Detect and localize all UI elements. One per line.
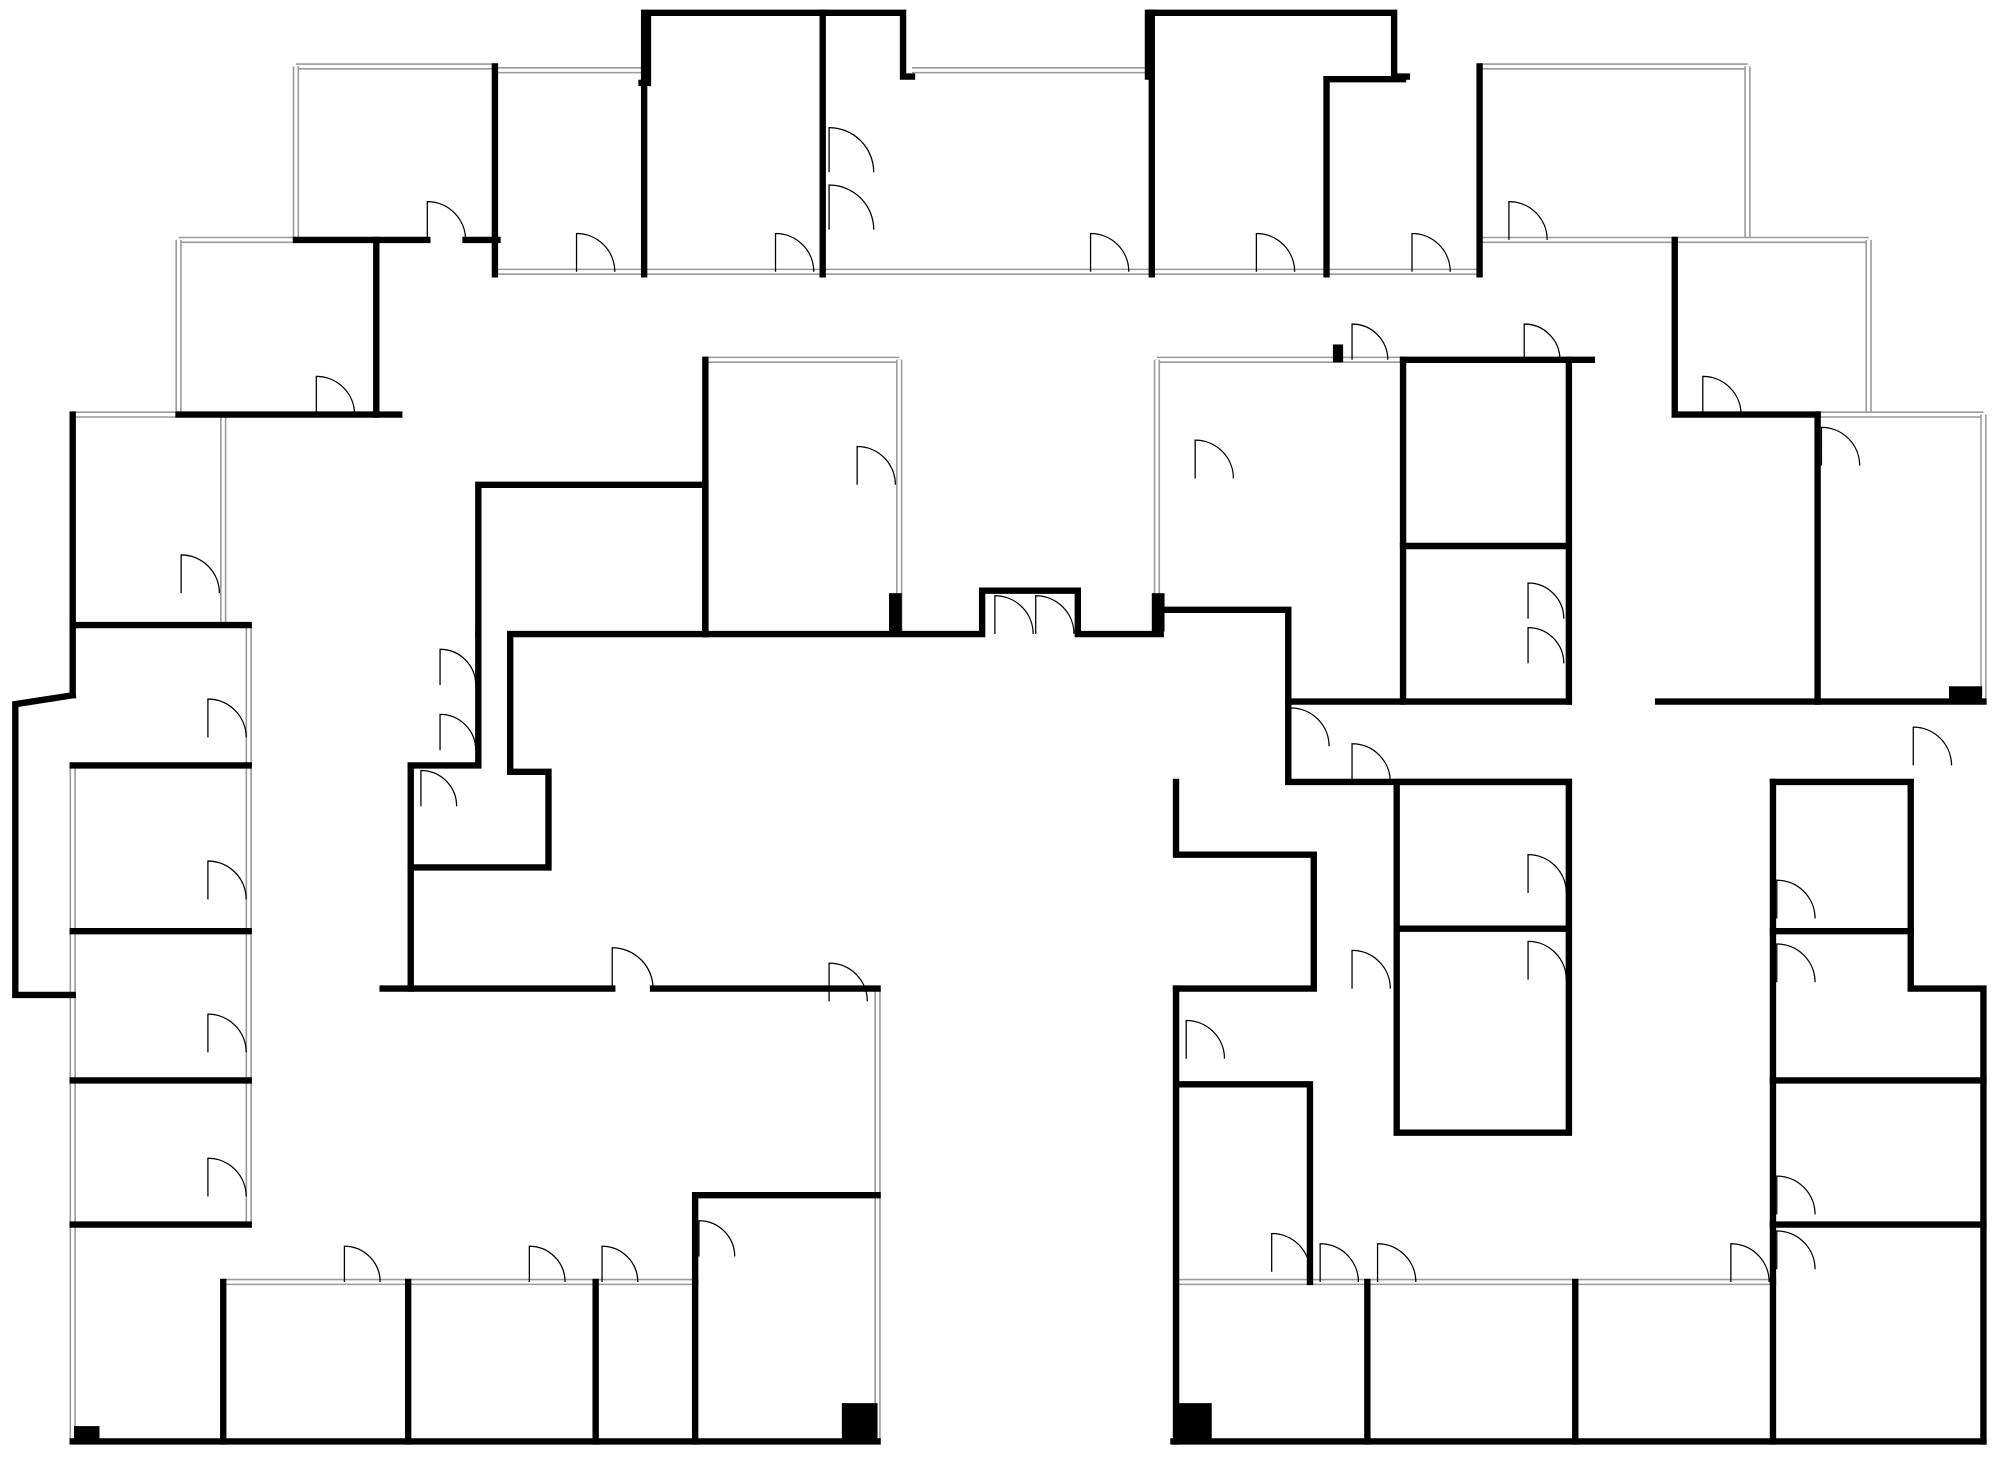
door-swing [439,648,477,686]
door-swing [1776,1175,1816,1215]
structural-column [1176,1403,1212,1442]
wall [407,630,482,871]
door-swing [1912,726,1953,766]
wall [1323,75,1407,278]
door-swing [1194,439,1235,479]
door-swing [601,1245,639,1282]
door-swing [611,947,654,989]
door-swing [528,1245,566,1282]
door-swing [180,554,221,594]
wall [1769,778,1987,1445]
door-swing [856,445,897,485]
door-swing [343,1245,381,1282]
door-swing [207,698,247,738]
door-swing [1523,323,1561,360]
door-swing [1376,1243,1417,1282]
doors-layer [180,126,1953,1282]
door-swing [1351,743,1391,782]
wall [1393,778,1573,1136]
door-swing [1351,949,1391,989]
door-swing [828,184,875,230]
door-swing [420,769,458,807]
door-swing [828,126,875,173]
walls-layer [12,9,1987,1445]
wall [407,587,1573,992]
structural-column [889,593,902,632]
door-swing [698,1220,736,1257]
structural-column [1151,593,1165,632]
structural-column [73,1426,100,1442]
structural-column [1948,686,1983,705]
door-swing [1089,232,1130,272]
door-swing [207,860,247,900]
door-swing [1776,879,1816,919]
door-swing [828,962,868,1002]
door-swing [1290,707,1330,747]
door-swing [1730,1243,1770,1282]
door-swing [1411,232,1451,272]
door-swing [1776,943,1816,983]
door-swing [315,375,356,415]
structural-column [841,1403,878,1442]
wall [691,1192,881,1286]
wall [1176,1081,1314,1286]
door-swing [1702,375,1742,415]
door-swing [1527,940,1567,980]
door-swing [575,232,616,272]
columns-layer [73,344,1983,1442]
door-swing [1035,595,1075,635]
door-swing [1185,1019,1226,1059]
door-swing [1351,323,1389,360]
door-swing [1527,626,1565,664]
structural-column [1332,344,1344,363]
door-swing [1527,854,1567,893]
door-swing [1820,426,1861,466]
wall [1172,778,1317,992]
door-swing [1271,1232,1311,1272]
door-swing [1508,200,1548,240]
door-swing [426,200,467,240]
door-swing [994,595,1034,635]
door-swing [1319,1243,1360,1282]
wall [12,691,77,999]
door-swing [1255,232,1296,272]
wall [1671,236,1821,418]
door-swing [207,1157,247,1197]
door-swing [774,232,815,272]
door-swing [1776,1230,1816,1270]
door-swing [1527,582,1565,619]
door-swing [207,1013,247,1053]
door-swing [439,713,477,751]
